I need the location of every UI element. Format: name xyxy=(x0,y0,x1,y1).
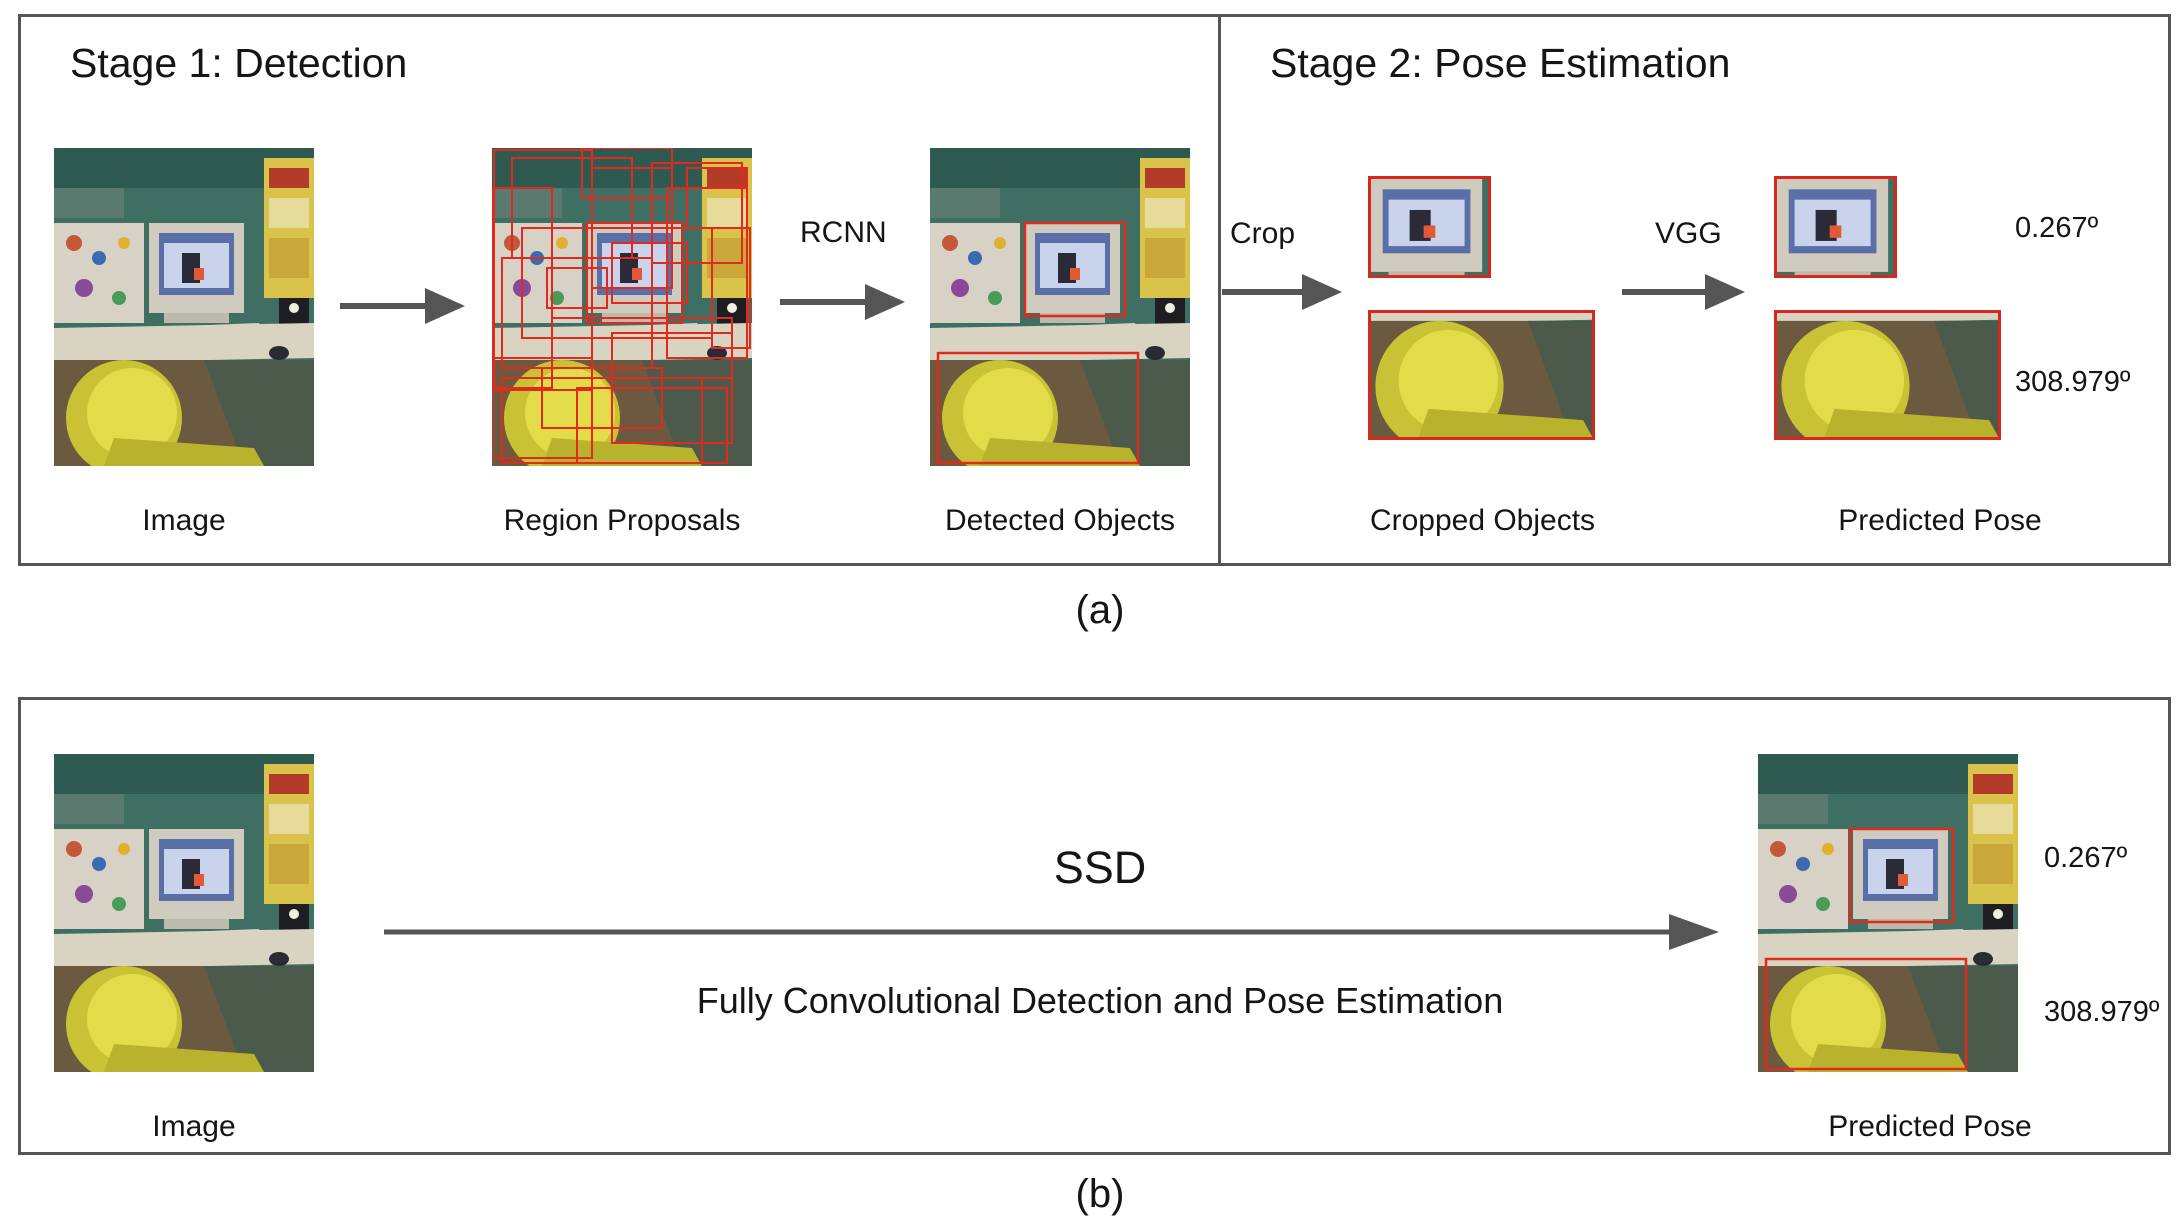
region-proposals-caption: Region Proposals xyxy=(503,504,741,537)
stage2-panel xyxy=(1218,14,2171,566)
input-image xyxy=(54,148,314,466)
cropped-monitor xyxy=(1368,176,1491,278)
subfigure-label-a: (a) xyxy=(1075,588,1125,632)
ssd-input-image xyxy=(54,754,314,1072)
image-caption: Image xyxy=(142,504,226,537)
pose-value-monitor-b: 0.267º xyxy=(2044,842,2128,874)
stage2-title: Stage 2: Pose Estimation xyxy=(1270,40,1731,86)
pose-value-monitor-a: 0.267º xyxy=(2015,212,2099,244)
ssd-panel xyxy=(18,697,2171,1155)
detected-objects-caption: Detected Objects xyxy=(944,504,1176,537)
pose-monitor-crop xyxy=(1774,176,1897,278)
vgg-label: VGG xyxy=(1655,217,1722,250)
ssd-predicted-image xyxy=(1758,754,2018,1072)
ssd-method-label: SSD xyxy=(1053,842,1147,893)
stage1-title: Stage 1: Detection xyxy=(70,40,408,86)
arrow-detected-to-cropped xyxy=(1222,272,1342,312)
pose-value-chair-a: 308.979º xyxy=(2015,366,2131,398)
ssd-predicted-pose-caption: Predicted Pose xyxy=(1828,1110,2032,1143)
cropped-objects-caption: Cropped Objects xyxy=(1369,504,1596,537)
cropped-chair xyxy=(1368,310,1595,440)
ssd-image-caption: Image xyxy=(152,1110,236,1143)
predicted-pose-caption-a: Predicted Pose xyxy=(1838,504,2042,537)
arrow-cropped-to-pose xyxy=(1622,272,1747,312)
subfigure-label-b: (b) xyxy=(1075,1172,1125,1216)
pose-value-chair-b: 308.979º xyxy=(2044,996,2160,1028)
crop-label: Crop xyxy=(1230,217,1296,250)
pose-chair-crop xyxy=(1774,310,2001,440)
rcnn-label: RCNN xyxy=(800,216,887,249)
detected-objects-image xyxy=(930,148,1190,466)
arrow-image-to-proposals xyxy=(340,286,465,326)
ssd-description: Fully Convolutional Detection and Pose E… xyxy=(696,980,1504,1021)
ssd-arrow xyxy=(384,912,1719,962)
arrow-proposals-to-detected xyxy=(780,282,905,322)
region-proposals-image xyxy=(492,148,752,466)
